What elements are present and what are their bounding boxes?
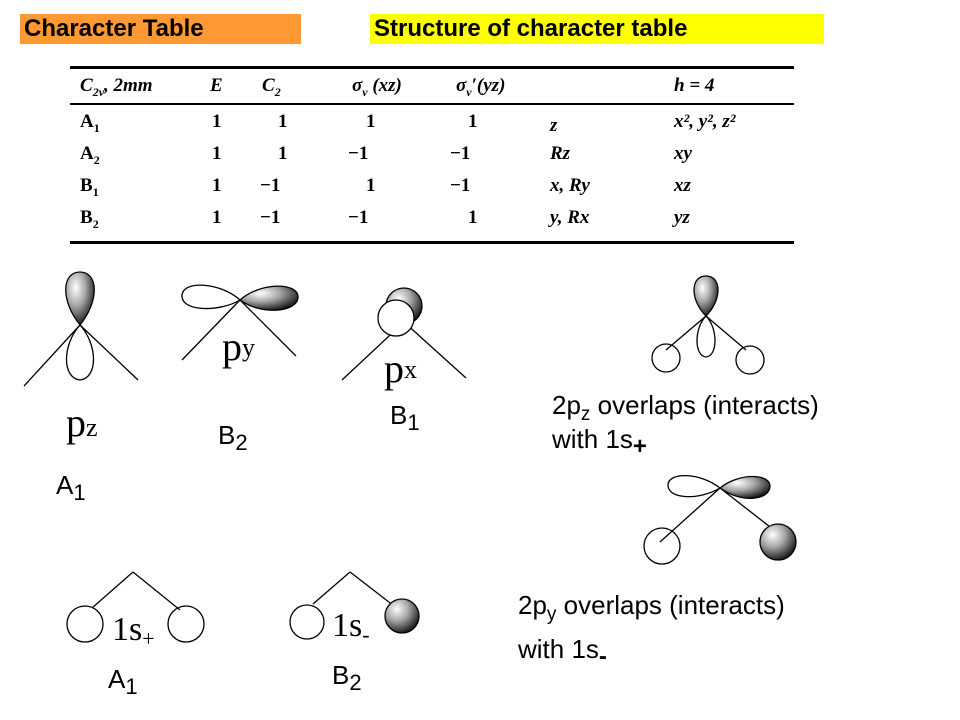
- pz-orbital: [23, 271, 139, 387]
- row-A1-C2: 1: [278, 111, 288, 132]
- row-B1-sv: 1: [366, 175, 376, 196]
- px-label: px: [384, 346, 417, 391]
- s-minus-combination: [289, 571, 420, 640]
- py-overlap-caption-line2: with 1s-: [517, 634, 607, 670]
- py-overlap-caption-line1: 2py overlaps (interacts): [518, 590, 785, 625]
- row-B2-svp: 1: [468, 207, 478, 228]
- pz-symmetry-label: A1: [56, 470, 86, 505]
- row-B2-symbol: B2: [80, 207, 99, 231]
- header-C2: C2: [262, 75, 281, 99]
- pz-1s-plus-overlap: [651, 275, 765, 375]
- row-B1-E: 1: [212, 175, 222, 196]
- row-B1-svp: −1: [450, 175, 471, 196]
- py-orbital: [181, 284, 299, 361]
- row-B1-quadratic: xz: [674, 175, 691, 196]
- row-A2-linear: Rz: [550, 143, 571, 164]
- header-sigma-v-prime: σv′(yz): [456, 75, 506, 99]
- row-B2-C2: −1: [260, 207, 281, 228]
- s-plus-label: 1s+: [112, 611, 155, 651]
- header-order: h = 4: [674, 75, 715, 96]
- row-A1-E: 1: [212, 111, 222, 132]
- pz-overlap-caption-line1: 2pz overlaps (interacts): [552, 390, 819, 425]
- row-B1-linear: x, Ry: [550, 175, 590, 196]
- row-A1-symbol: A1: [80, 111, 100, 135]
- row-A2-quadratic: xy: [674, 143, 692, 164]
- s-minus-label: 1s-: [332, 607, 370, 647]
- row-B2-sv: −1: [348, 207, 369, 228]
- row-A2-C2: 1: [278, 143, 288, 164]
- row-A1-linear: z: [550, 115, 558, 136]
- row-A2-E: 1: [212, 143, 222, 164]
- row-A1-sv: 1: [366, 111, 376, 132]
- header-sigma-v: σv (xz): [352, 75, 402, 99]
- py-1s-minus-overlap: [643, 474, 797, 565]
- character-table: C2v, 2mm E C2 σv (xz) σv′(yz) h = 4 A1 1…: [70, 66, 794, 244]
- pz-label: pz: [66, 400, 98, 445]
- header-group: C2v, 2mm: [80, 75, 153, 99]
- header-rule: [70, 103, 794, 105]
- row-A1-svp: 1: [468, 111, 478, 132]
- py-symmetry-label: B2: [218, 420, 248, 455]
- row-A1-quadratic: x², y², z²: [674, 111, 736, 132]
- row-A2-sv: −1: [348, 143, 369, 164]
- structure-title: Structure of character table: [370, 14, 824, 44]
- row-B2-quadratic: yz: [674, 207, 690, 228]
- pz-overlap-caption-line2: with 1s+: [551, 424, 647, 460]
- px-orbital: [341, 287, 467, 381]
- s-minus-symmetry-label: B2: [332, 660, 362, 695]
- row-A2-svp: −1: [450, 143, 471, 164]
- header-E: E: [210, 75, 223, 96]
- row-A2-symbol: A2: [80, 143, 100, 167]
- row-B2-E: 1: [212, 207, 222, 228]
- row-B1-C2: −1: [260, 175, 281, 196]
- character-table-title: Character Table: [20, 14, 301, 44]
- s-plus-symmetry-label: A1: [108, 664, 138, 699]
- py-label: py: [222, 324, 255, 369]
- s-plus-combination: [66, 571, 205, 643]
- row-B2-linear: y, Rx: [550, 207, 590, 228]
- row-B1-symbol: B1: [80, 175, 99, 199]
- px-symmetry-label: B1: [390, 400, 420, 435]
